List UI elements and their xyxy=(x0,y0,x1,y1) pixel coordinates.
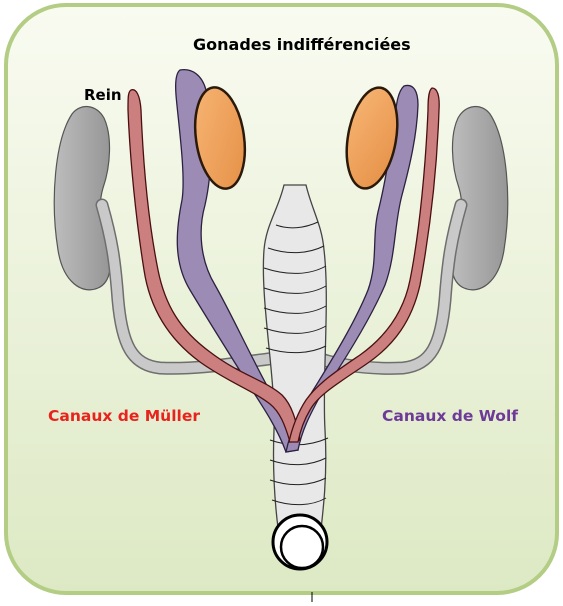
label-kidney: Rein xyxy=(84,86,122,104)
label-wolffian-ducts: Canaux de Wolf xyxy=(382,407,518,425)
cloacal-opening-inner xyxy=(281,526,323,568)
label-gonads: Gonades indifférenciées xyxy=(193,35,411,54)
label-mullerian-ducts: Canaux de Müller xyxy=(48,407,200,425)
